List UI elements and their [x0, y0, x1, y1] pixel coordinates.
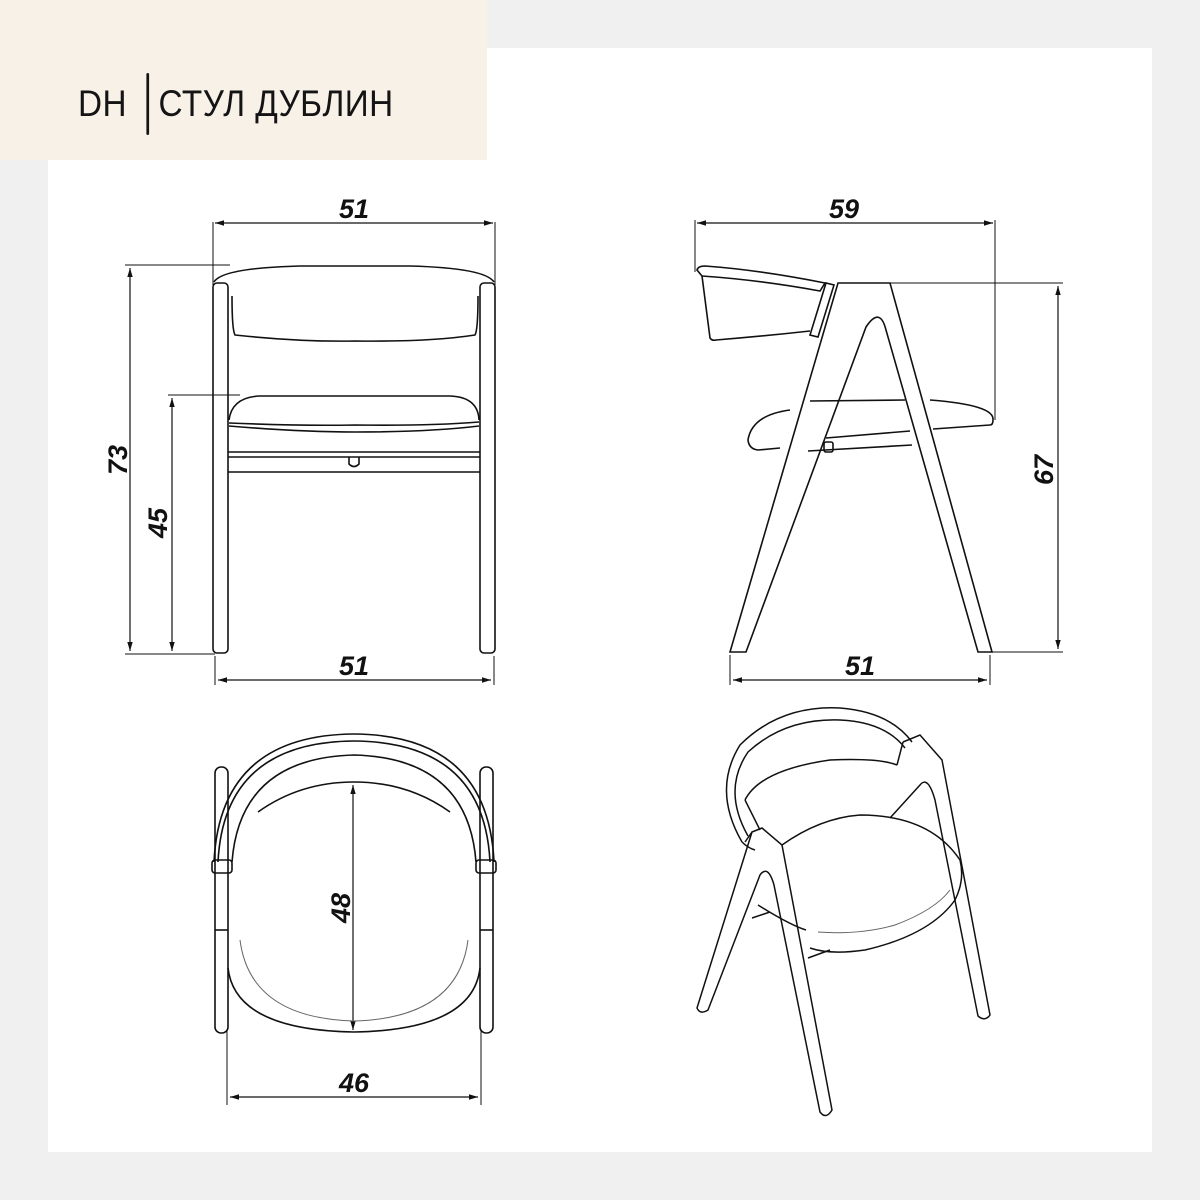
perspective-view [696, 707, 991, 1117]
brand-logo: DH [78, 83, 128, 124]
top-seat-width-label: 46 [338, 1068, 370, 1098]
top-labels: 48 46 [326, 893, 370, 1098]
front-view [125, 220, 496, 685]
side-depth-bottom-label: 51 [845, 651, 875, 681]
front-total-height-label: 73 [103, 445, 133, 475]
front-dimensions [125, 220, 496, 685]
side-dimensions [694, 220, 1063, 685]
front-width-bottom-label: 51 [339, 651, 369, 681]
side-view [694, 220, 1063, 685]
top-view [211, 733, 497, 1105]
title-divider [146, 73, 150, 135]
front-labels: 51 51 73 45 [103, 194, 369, 681]
title-block: DH СТУЛ ДУБЛИН [78, 72, 394, 136]
front-width-top-label: 51 [339, 194, 369, 224]
side-depth-top-label: 59 [829, 194, 859, 224]
side-armrest-height-label: 67 [1029, 453, 1059, 485]
front-seat-height-label: 45 [143, 507, 173, 539]
title-header: DH СТУЛ ДУБЛИН [0, 0, 487, 160]
top-seat-depth-label: 48 [326, 893, 356, 924]
side-labels: 59 51 67 [829, 194, 1059, 681]
top-dimensions [226, 785, 482, 1105]
product-title: СТУЛ ДУБЛИН [158, 83, 394, 124]
